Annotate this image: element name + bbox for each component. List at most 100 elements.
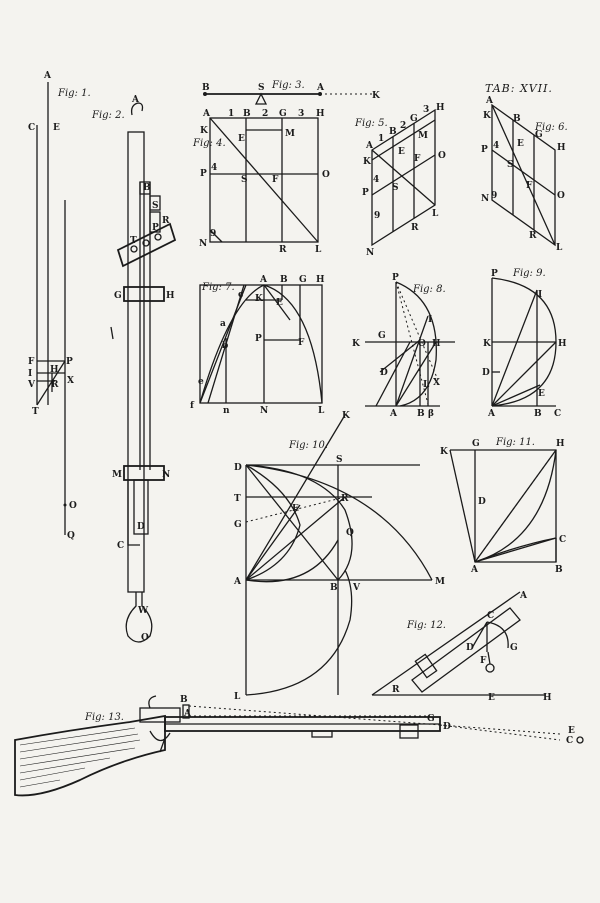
svg-text:P: P [66,357,73,367]
svg-text:S: S [152,201,159,211]
svg-text:K: K [352,339,361,349]
svg-text:D: D [234,463,242,473]
svg-text:B: B [534,409,542,419]
svg-text:S: S [258,83,265,93]
svg-text:R: R [279,245,287,255]
svg-text:n: n [223,406,230,416]
svg-text:I: I [28,369,32,379]
svg-text:β: β [428,409,434,419]
svg-text:P: P [481,145,488,155]
svg-text:P: P [255,334,262,344]
figure-2: Fig: 2. A B S T R P G H M N D C W O [91,95,177,643]
svg-text:F: F [272,175,279,185]
svg-text:H: H [558,339,567,349]
svg-text:F: F [414,154,421,164]
svg-text:G: G [234,520,242,530]
svg-text:1: 1 [378,134,384,144]
svg-text:2: 2 [400,121,406,131]
figure-12: Fig: 12. A C D G F R E H [371,591,552,703]
svg-text:S: S [336,455,343,465]
svg-text:D: D [478,497,486,507]
svg-text:9: 9 [374,211,380,221]
svg-text:D: D [466,643,474,653]
svg-text:A: A [485,96,494,106]
svg-text:D: D [380,368,388,378]
svg-text:R: R [162,216,170,226]
fig2-title: Fig: 2. [91,110,125,121]
svg-text:P: P [200,169,207,179]
svg-text:O: O [141,633,149,643]
svg-text:B: B [330,583,338,593]
fig7-title: Fig: 7. [201,282,235,293]
svg-text:S: S [507,160,514,170]
figure-4: Fig: 4. A 1 B 2 G 3 H K E M P 4 S F O N … [192,109,330,255]
svg-text:C: C [559,535,566,545]
figure-13: Fig: 13. B A G D E C [14,695,584,797]
svg-text:I: I [538,290,542,300]
svg-text:F: F [28,357,35,367]
svg-text:R: R [341,494,349,504]
svg-text:K: K [363,157,372,167]
svg-text:Q: Q [346,528,354,538]
fig9-title: Fig: 9. [512,268,546,279]
svg-text:A: A [183,709,192,719]
svg-text:f: f [190,401,195,411]
svg-text:E: E [517,139,524,149]
svg-text:2: 2 [262,109,268,119]
fig12-title: Fig: 12. [406,620,446,631]
svg-text:N: N [162,470,170,480]
fig11-title: Fig: 11. [495,437,535,448]
figure-3: Fig: 3. B S A K [202,80,381,105]
svg-text:9: 9 [210,229,216,239]
svg-text:E: E [292,504,299,514]
svg-text:O: O [438,151,446,161]
svg-text:L: L [423,380,430,390]
svg-text:K: K [372,91,381,101]
svg-text:E: E [238,134,245,144]
svg-text:E: E [53,123,60,133]
svg-text:B: B [202,83,210,93]
svg-text:S: S [392,183,399,193]
svg-text:G: G [510,643,518,653]
svg-text:B: B [417,409,425,419]
figure-6: Fig: 6. A K B G E H P 4 S F O N 9 R L [481,96,568,253]
svg-text:4: 4 [493,141,499,151]
svg-text:B: B [555,565,563,575]
svg-text:O: O [557,191,565,201]
svg-text:V: V [27,380,36,390]
svg-text:M: M [435,577,445,587]
svg-text:B: B [513,114,521,124]
svg-text:W: W [137,606,149,616]
svg-text:L: L [315,245,322,255]
svg-text:H: H [166,291,175,301]
svg-text:c: c [238,290,244,300]
svg-text:H: H [543,693,552,703]
svg-text:M: M [285,129,295,139]
svg-text:G: G [410,114,418,124]
svg-text:A: A [233,577,242,587]
svg-text:N: N [366,248,374,258]
svg-text:M: M [418,131,428,141]
svg-text:M: M [112,470,122,480]
fig5-title: Fig: 5. [354,118,388,129]
svg-text:B: B [143,183,151,193]
svg-text:4: 4 [211,163,217,173]
svg-text:R: R [411,223,419,233]
fig8-title: Fig: 8. [412,284,446,295]
svg-text:I: I [428,315,432,325]
svg-text:P: P [392,273,399,283]
fig1-title: Fig: 1. [57,88,91,99]
svg-text:V: V [352,583,361,593]
svg-text:O: O [322,170,330,180]
fig3-title: Fig: 3. [271,80,305,91]
svg-text:A: A [259,275,268,285]
svg-text:A: A [389,409,398,419]
svg-text:9: 9 [491,191,497,201]
svg-text:G: G [472,439,480,449]
svg-text:G: G [535,130,543,140]
figure-7: Fig: 7. A B G H c K E a b P F e f n N L [190,275,325,416]
svg-text:A: A [519,591,528,601]
figure-5: Fig: 5. A 1 B 2 G 3 H K E M O 4 S F P 9 … [354,103,446,258]
svg-text:X: X [67,376,74,386]
